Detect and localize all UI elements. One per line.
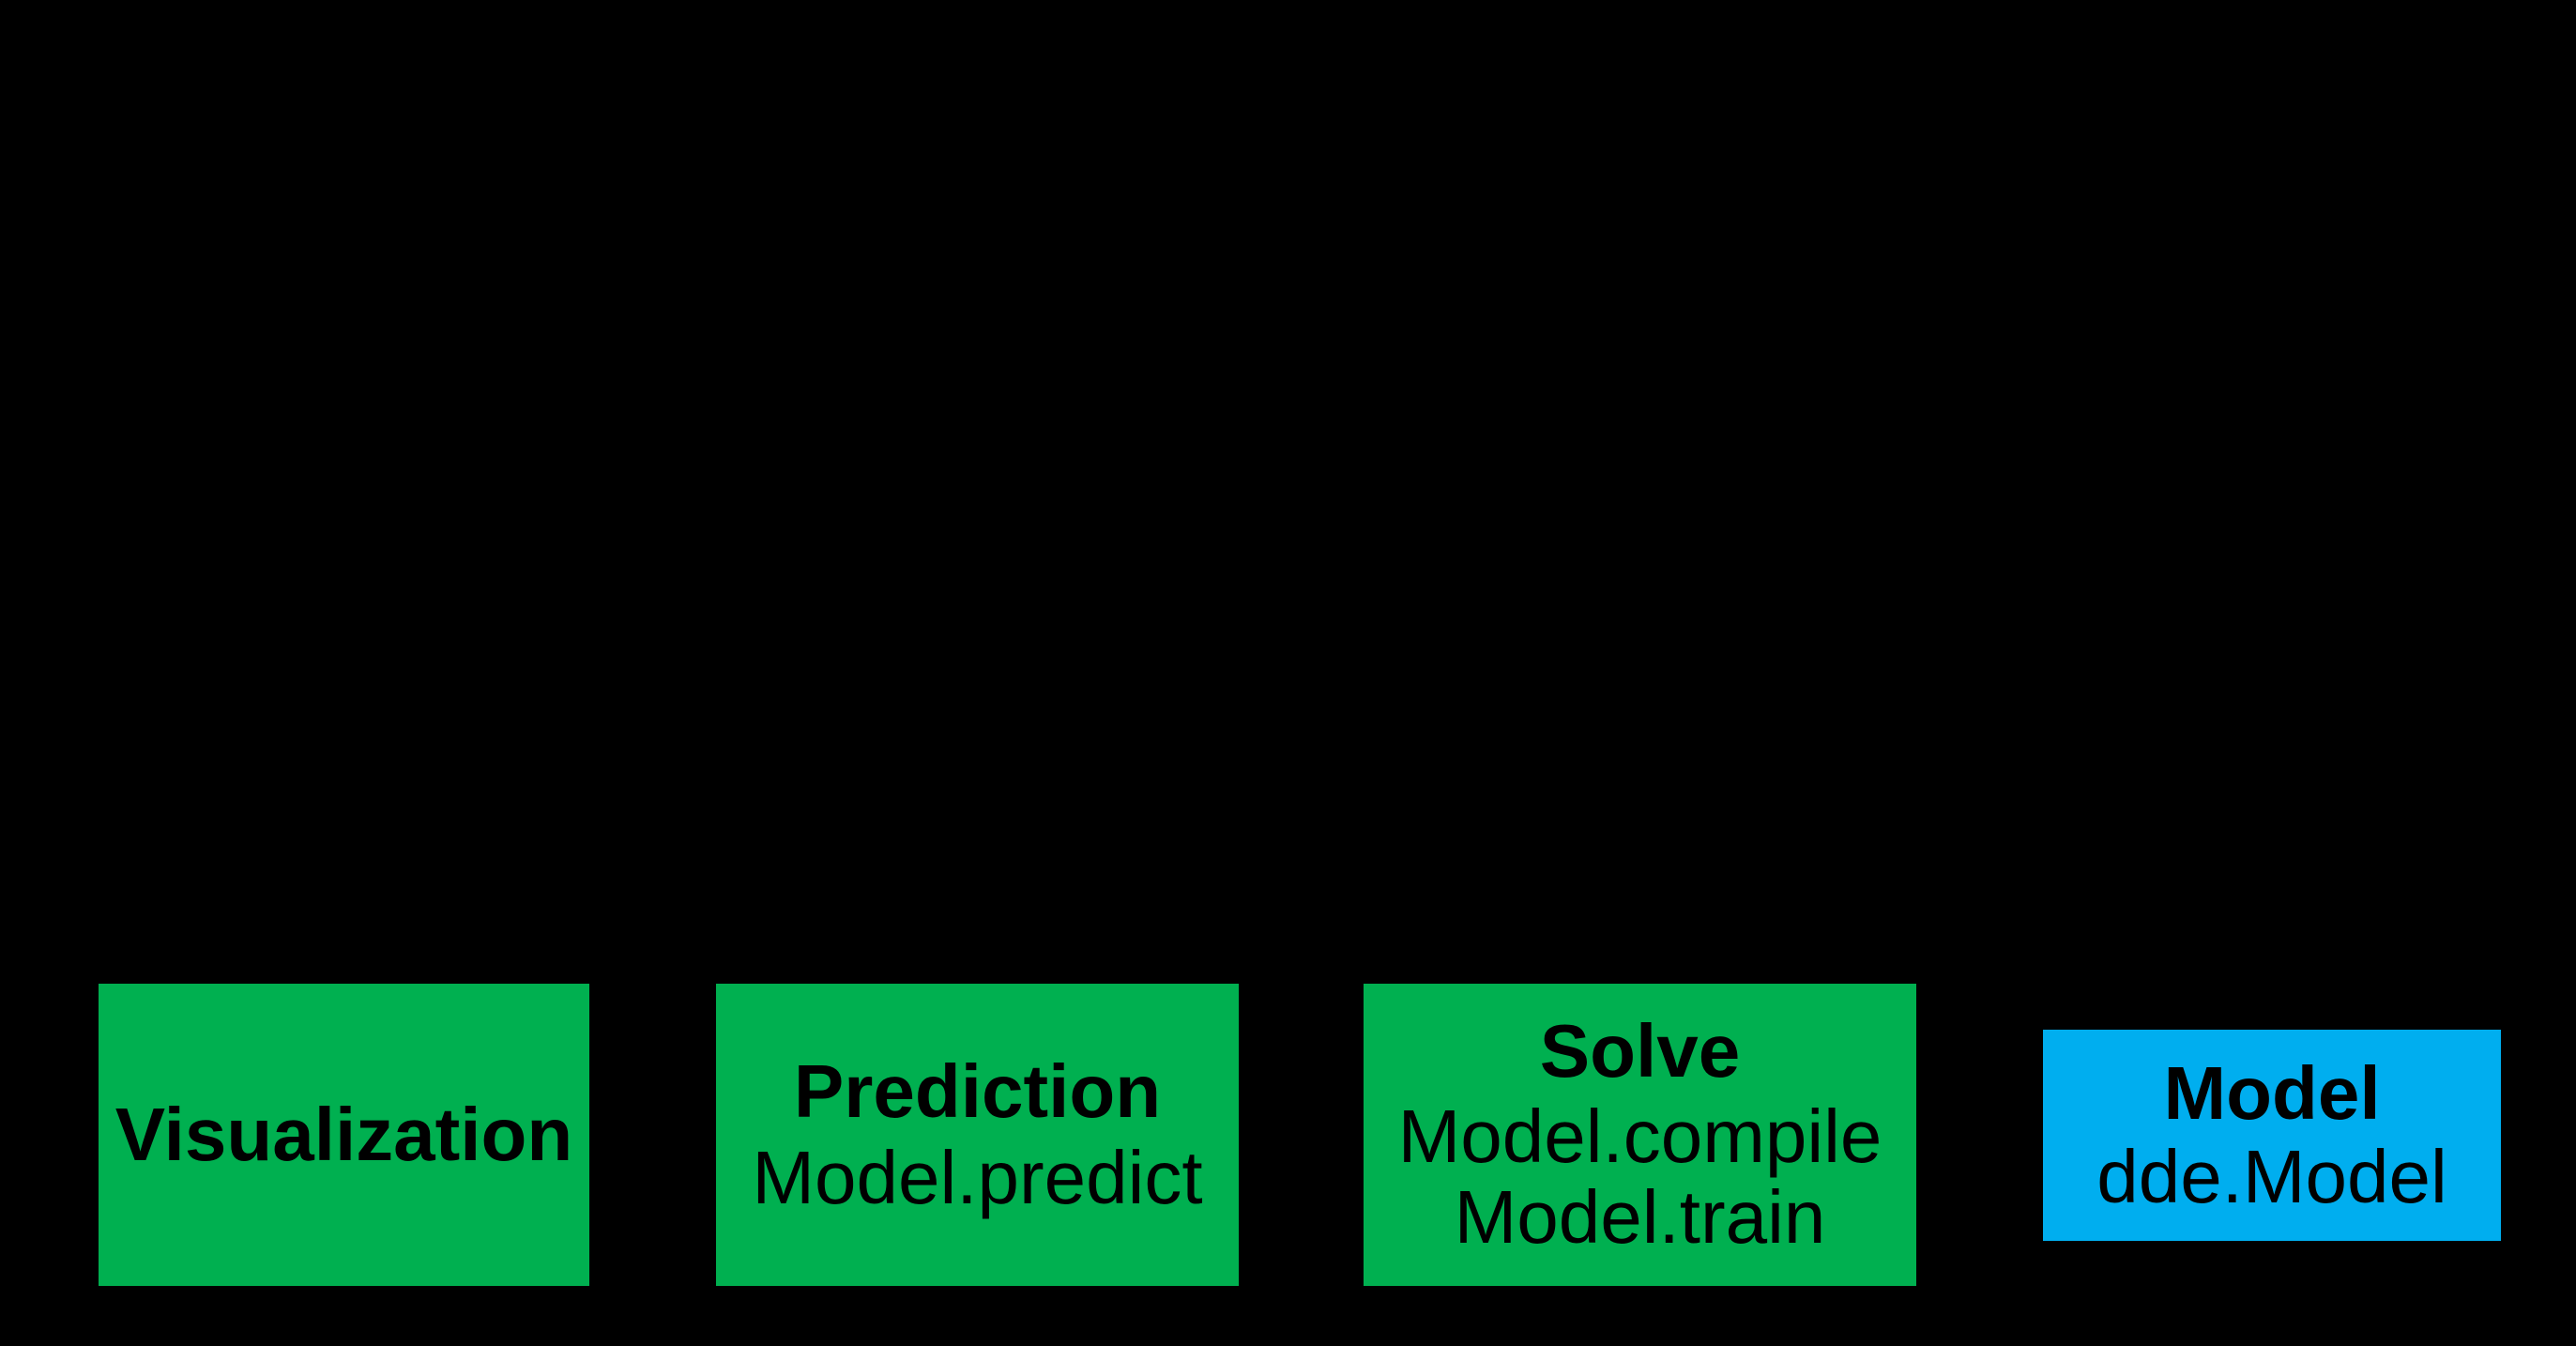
node-model-api: dde.Model bbox=[2096, 1134, 2447, 1218]
node-prediction-api: Model.predict bbox=[752, 1136, 1203, 1219]
node-solve[interactable]: Solve Model.compile Model.train bbox=[1364, 984, 1916, 1286]
node-prediction[interactable]: Prediction Model.predict bbox=[716, 984, 1239, 1286]
node-solve-api-train: Model.train bbox=[1454, 1175, 1826, 1260]
node-solve-title: Solve bbox=[1539, 1009, 1741, 1094]
node-visualization[interactable]: Visualization bbox=[99, 984, 589, 1286]
node-model[interactable]: Model dde.Model bbox=[2043, 1030, 2501, 1241]
node-solve-api-compile: Model.compile bbox=[1397, 1094, 1882, 1178]
node-model-title: Model bbox=[2163, 1051, 2381, 1136]
node-prediction-title: Prediction bbox=[793, 1048, 1162, 1133]
node-visualization-title: Visualization bbox=[114, 1092, 573, 1176]
